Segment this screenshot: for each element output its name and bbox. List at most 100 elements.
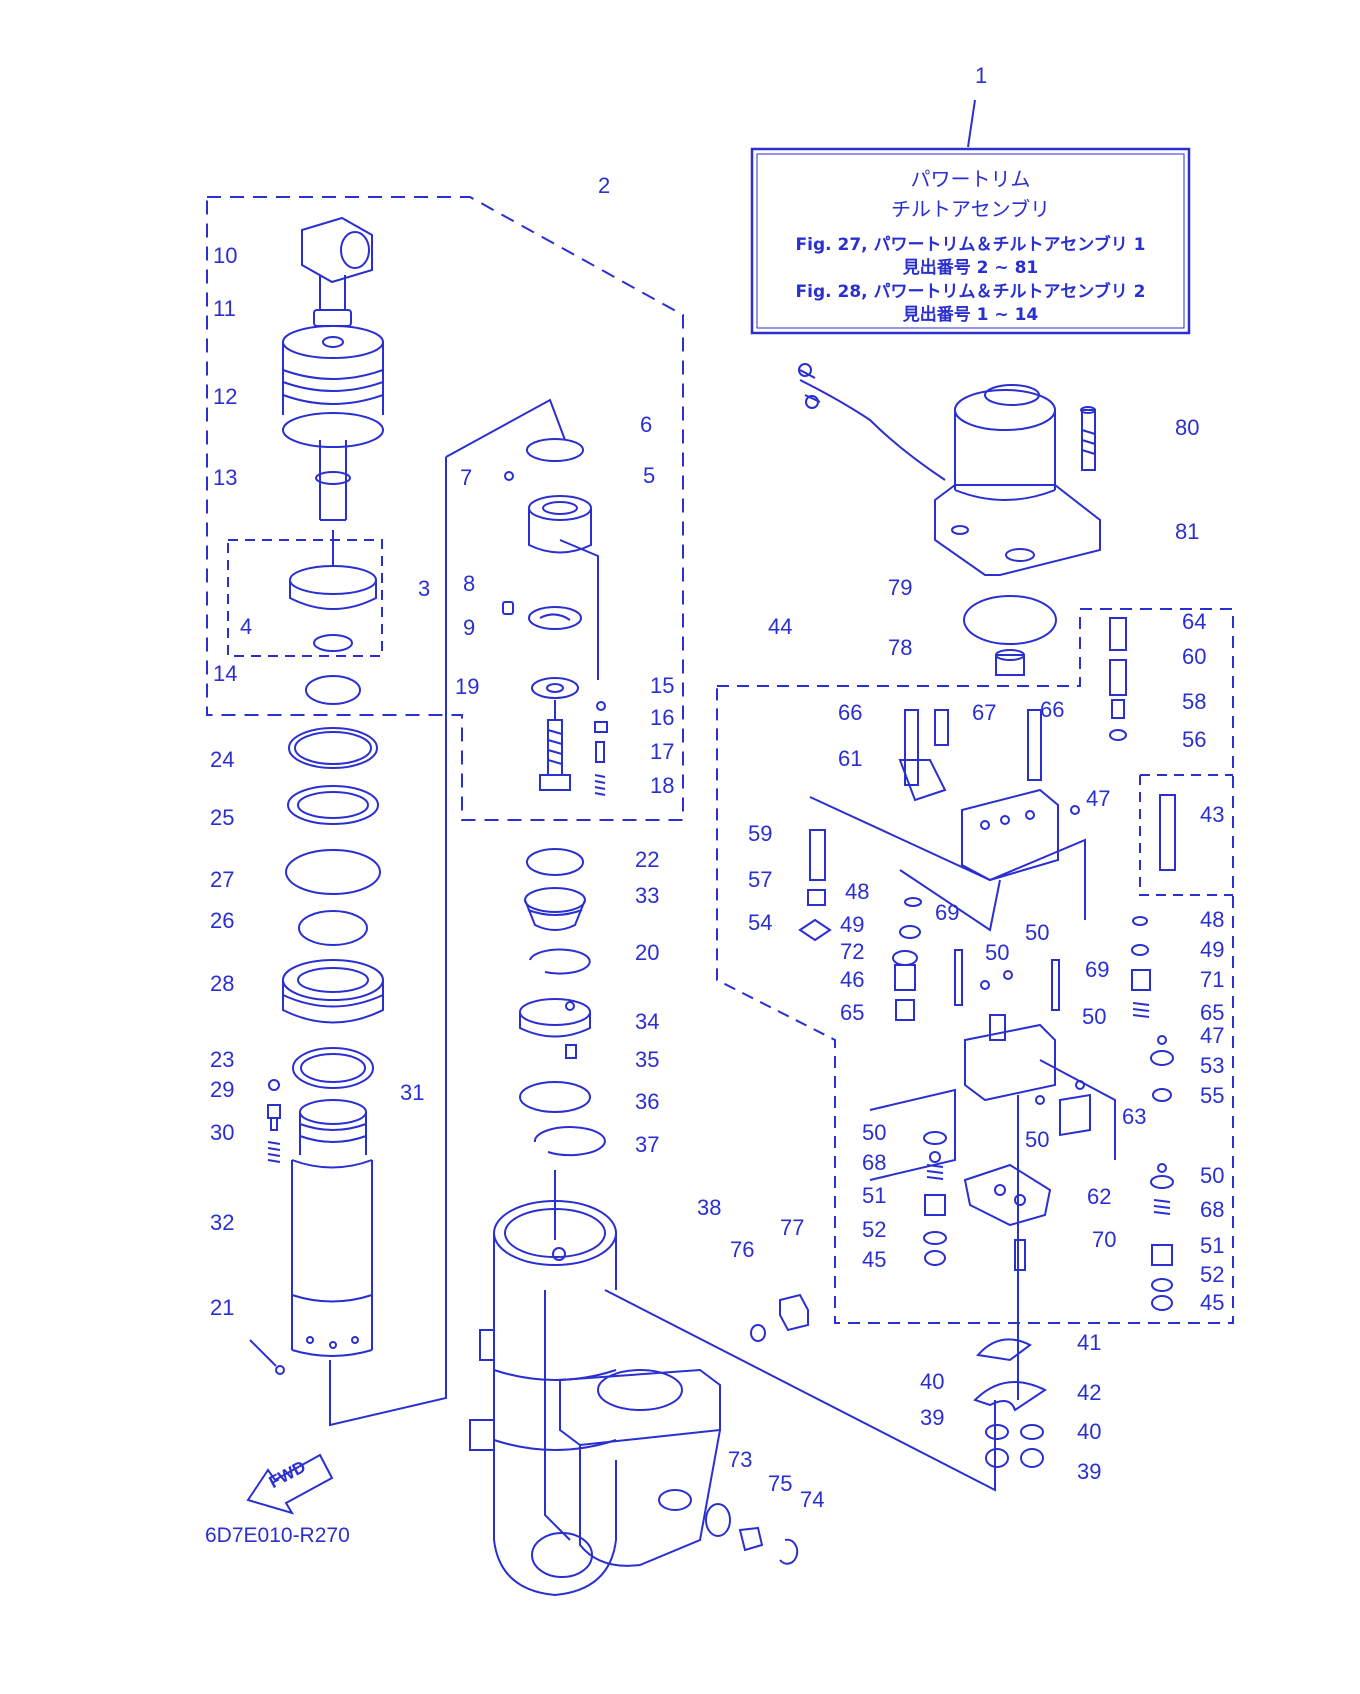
callout-15: 15 bbox=[650, 673, 675, 698]
callout-45: 45 bbox=[1200, 1290, 1225, 1315]
callout-23: 23 bbox=[210, 1047, 235, 1072]
title-box-frame bbox=[750, 147, 1191, 335]
callout-47: 47 bbox=[1086, 786, 1111, 811]
callout-45: 45 bbox=[862, 1247, 887, 1272]
callout-5: 5 bbox=[643, 463, 656, 488]
callout-61: 61 bbox=[838, 746, 863, 771]
callout-40: 40 bbox=[920, 1369, 945, 1394]
callout-30: 30 bbox=[210, 1120, 235, 1145]
callout-56: 56 bbox=[1182, 727, 1207, 752]
callout-50: 50 bbox=[862, 1120, 887, 1145]
callout-26: 26 bbox=[210, 908, 235, 933]
callout-60: 60 bbox=[1182, 644, 1207, 669]
drawing-code: 6D7E010-R270 bbox=[205, 1524, 350, 1547]
callout-52: 52 bbox=[862, 1217, 887, 1242]
callout-78: 78 bbox=[888, 635, 913, 660]
callout-13: 13 bbox=[213, 465, 238, 490]
callout-12: 12 bbox=[213, 384, 238, 409]
title-line-2: チルトアセンブリ bbox=[891, 197, 1050, 221]
callout-11: 11 bbox=[213, 296, 236, 321]
figure-reference-2-range: 見出番号 1 ~ 14 bbox=[902, 305, 1039, 325]
callout-36: 36 bbox=[635, 1089, 660, 1114]
callout-34: 34 bbox=[635, 1009, 660, 1034]
callout-18: 18 bbox=[650, 773, 675, 798]
callout-63: 63 bbox=[1122, 1104, 1147, 1129]
callout-20: 20 bbox=[635, 940, 660, 965]
callout-1: 1 bbox=[975, 63, 988, 88]
callout-64: 64 bbox=[1182, 609, 1207, 634]
callout-14: 14 bbox=[213, 661, 238, 686]
callout-29: 29 bbox=[210, 1077, 235, 1102]
callout-42: 42 bbox=[1077, 1380, 1102, 1405]
figure-reference-1: Fig. 27, パワートリム＆チルトアセンブリ 1 bbox=[795, 235, 1146, 255]
callout-71: 71 bbox=[1200, 967, 1225, 992]
callout-68: 68 bbox=[1200, 1197, 1225, 1222]
callout-8: 8 bbox=[463, 571, 476, 596]
figure-reference-2: Fig. 28, パワートリム＆チルトアセンブリ 2 bbox=[795, 282, 1146, 302]
callout-35: 35 bbox=[635, 1047, 660, 1072]
callout-4: 4 bbox=[240, 614, 253, 639]
assembly-44-boundary bbox=[716, 608, 1234, 1324]
callout-80: 80 bbox=[1175, 415, 1200, 440]
callout-39: 39 bbox=[920, 1405, 945, 1430]
callout-58: 58 bbox=[1182, 689, 1207, 714]
callout-43: 43 bbox=[1200, 802, 1225, 827]
callout-7: 7 bbox=[460, 465, 473, 490]
callout-16: 16 bbox=[650, 705, 675, 730]
callout-49: 49 bbox=[840, 912, 865, 937]
callout-32: 32 bbox=[210, 1210, 235, 1235]
callout-59: 59 bbox=[748, 821, 773, 846]
callout-62: 62 bbox=[1087, 1184, 1112, 1209]
callout-2: 2 bbox=[598, 173, 611, 198]
callout-51: 51 bbox=[1200, 1233, 1225, 1258]
frame-line-left bbox=[329, 398, 566, 1427]
callout-50: 50 bbox=[985, 940, 1010, 965]
callout-50: 50 bbox=[1025, 920, 1050, 945]
callout-9: 9 bbox=[463, 615, 476, 640]
frame-line-lower bbox=[604, 1289, 996, 1492]
callout-81: 81 bbox=[1175, 519, 1200, 544]
callout-44: 44 bbox=[768, 614, 793, 639]
callout-41: 41 bbox=[1077, 1330, 1102, 1355]
callout-72: 72 bbox=[840, 939, 865, 964]
callout-69: 69 bbox=[935, 900, 960, 925]
callout-27: 27 bbox=[210, 867, 235, 892]
callout-66: 66 bbox=[838, 700, 863, 725]
callout-47: 47 bbox=[1200, 1023, 1225, 1048]
callout-73: 73 bbox=[728, 1447, 753, 1472]
callout-75: 75 bbox=[768, 1471, 793, 1496]
frame-line-44 bbox=[809, 796, 1086, 932]
figure-reference-1-range: 見出番号 2 ~ 81 bbox=[902, 258, 1039, 278]
assembly-3-boundary bbox=[227, 539, 383, 657]
callout-52: 52 bbox=[1200, 1262, 1225, 1287]
callout-65: 65 bbox=[1200, 1000, 1225, 1025]
callout-77: 77 bbox=[780, 1215, 805, 1240]
frame-line-valve bbox=[869, 1059, 1116, 1181]
fwd-arrow bbox=[246, 1453, 334, 1515]
callout-57: 57 bbox=[748, 867, 773, 892]
callout-49: 49 bbox=[1200, 937, 1225, 962]
callout-31: 31 bbox=[400, 1080, 425, 1105]
callout-79: 79 bbox=[888, 575, 913, 600]
callout-40: 40 bbox=[1077, 1419, 1102, 1444]
callout-22: 22 bbox=[635, 847, 660, 872]
callout-66: 66 bbox=[1040, 697, 1065, 722]
frame-line-right bbox=[559, 539, 599, 680]
callout-54: 54 bbox=[748, 910, 773, 935]
callout-50: 50 bbox=[1200, 1163, 1225, 1188]
callout-55: 55 bbox=[1200, 1083, 1225, 1108]
callout-10: 10 bbox=[213, 243, 238, 268]
callout-67: 67 bbox=[972, 700, 997, 725]
callout-21: 21 bbox=[210, 1295, 235, 1320]
assembly-43-boundary bbox=[1139, 774, 1233, 896]
callout-33: 33 bbox=[635, 883, 660, 908]
callout-38: 38 bbox=[697, 1195, 722, 1220]
callout-68: 68 bbox=[862, 1150, 887, 1175]
callout-46: 46 bbox=[840, 967, 865, 992]
callout-48: 48 bbox=[845, 879, 870, 904]
callout-76: 76 bbox=[730, 1237, 755, 1262]
callout-39: 39 bbox=[1077, 1459, 1102, 1484]
callout-51: 51 bbox=[862, 1183, 887, 1208]
callout-65: 65 bbox=[840, 1000, 865, 1025]
